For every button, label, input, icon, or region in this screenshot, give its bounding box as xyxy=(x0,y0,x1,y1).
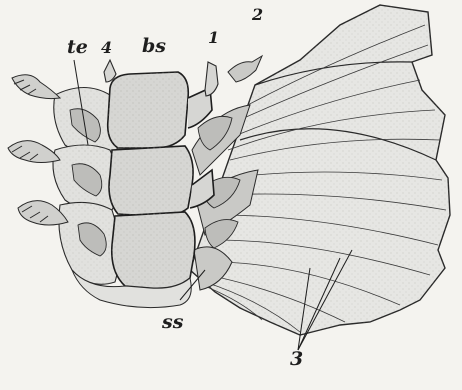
label-2: 2 xyxy=(252,7,263,23)
label-1: 1 xyxy=(208,30,219,46)
process-1 xyxy=(205,62,218,96)
label-3: 3 xyxy=(290,350,303,369)
label-ss: ss xyxy=(162,313,183,332)
label-bs: bs xyxy=(142,37,166,56)
label-4: 4 xyxy=(101,40,112,56)
label-te: te xyxy=(67,38,88,57)
fin-membrane xyxy=(190,5,450,335)
spine-2 xyxy=(228,56,262,82)
vertebrae-shading xyxy=(108,72,195,288)
